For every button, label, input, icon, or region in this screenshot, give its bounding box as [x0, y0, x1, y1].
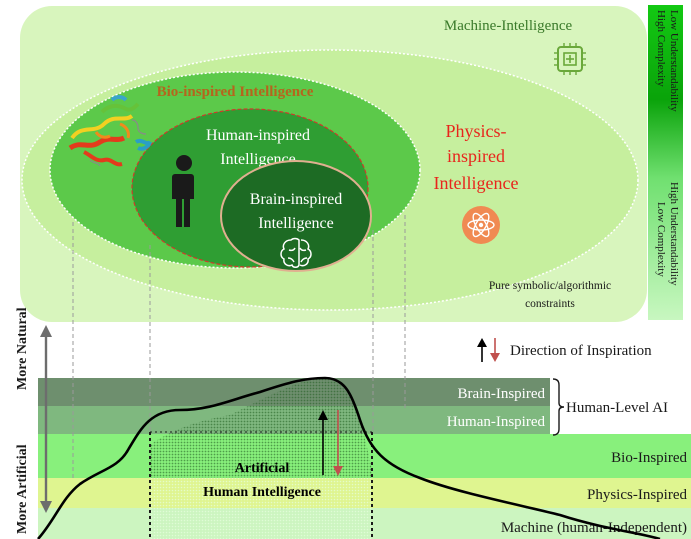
human-level-ai-label: Human-Level AI [566, 400, 668, 416]
gradient-top-line1: High Complexity [655, 10, 667, 87]
person-icon [169, 155, 194, 227]
physics-inspired-label-line1: Physics- [445, 121, 506, 141]
machine-intelligence-label: Machine-Intelligence [444, 18, 573, 34]
axis-up-arrow-icon [40, 325, 52, 337]
physics-inspired-label-line2: inspired [447, 146, 505, 166]
chip-icon [554, 43, 586, 75]
gradient-bottom-line1: Low Complexity [655, 202, 667, 277]
brain-inspired-band-label: Brain-Inspired [458, 386, 546, 402]
direction-of-inspiration-label: Direction of Inspiration [510, 343, 652, 359]
atom-icon [462, 206, 500, 244]
human-inspired-band-label: Human-Inspired [447, 414, 546, 430]
symbolic-constraints-line2: constraints [525, 298, 575, 310]
more-natural-label: More Natural [15, 307, 30, 390]
physics-inspired-label-line3: Intelligence [434, 173, 519, 193]
up-arrow-icon [318, 410, 328, 420]
brain-inspired-label-line2: Intelligence [258, 215, 334, 232]
direction-arrows-icon [477, 338, 500, 362]
gradient-top-line2: Low Understandability [668, 10, 680, 112]
brain-inspired-label-line1: Brain-inspired [250, 191, 342, 208]
projection-lines [72, 215, 406, 478]
distribution-curve [37, 376, 661, 539]
bio-inspired-label: Bio-inspired Intelligence [157, 84, 314, 100]
human-inspired-label-line1: Human-inspired [206, 127, 310, 144]
human-level-brace [552, 378, 565, 436]
axis-down-arrow-icon [40, 501, 52, 513]
bio-inspired-band-label: Bio-Inspired [611, 450, 687, 466]
gradient-bottom-line2: High Understandability [668, 182, 680, 286]
human-intelligence-label: Human Intelligence [203, 485, 321, 500]
protein-icon [68, 95, 152, 167]
complexity-gradient-bar [648, 5, 683, 320]
brain-icon [280, 237, 312, 268]
down-arrow-icon [333, 466, 343, 476]
machine-band-label: Machine (human-Independent) [501, 520, 687, 536]
symbolic-constraints-line1: Pure symbolic/algorithmic [489, 280, 611, 292]
more-artificial-label: More Artificial [15, 444, 30, 534]
physics-inspired-band-label: Physics-Inspired [587, 487, 687, 503]
artificial-label: Artificial [235, 461, 290, 476]
brain-inspired-region [220, 160, 372, 272]
